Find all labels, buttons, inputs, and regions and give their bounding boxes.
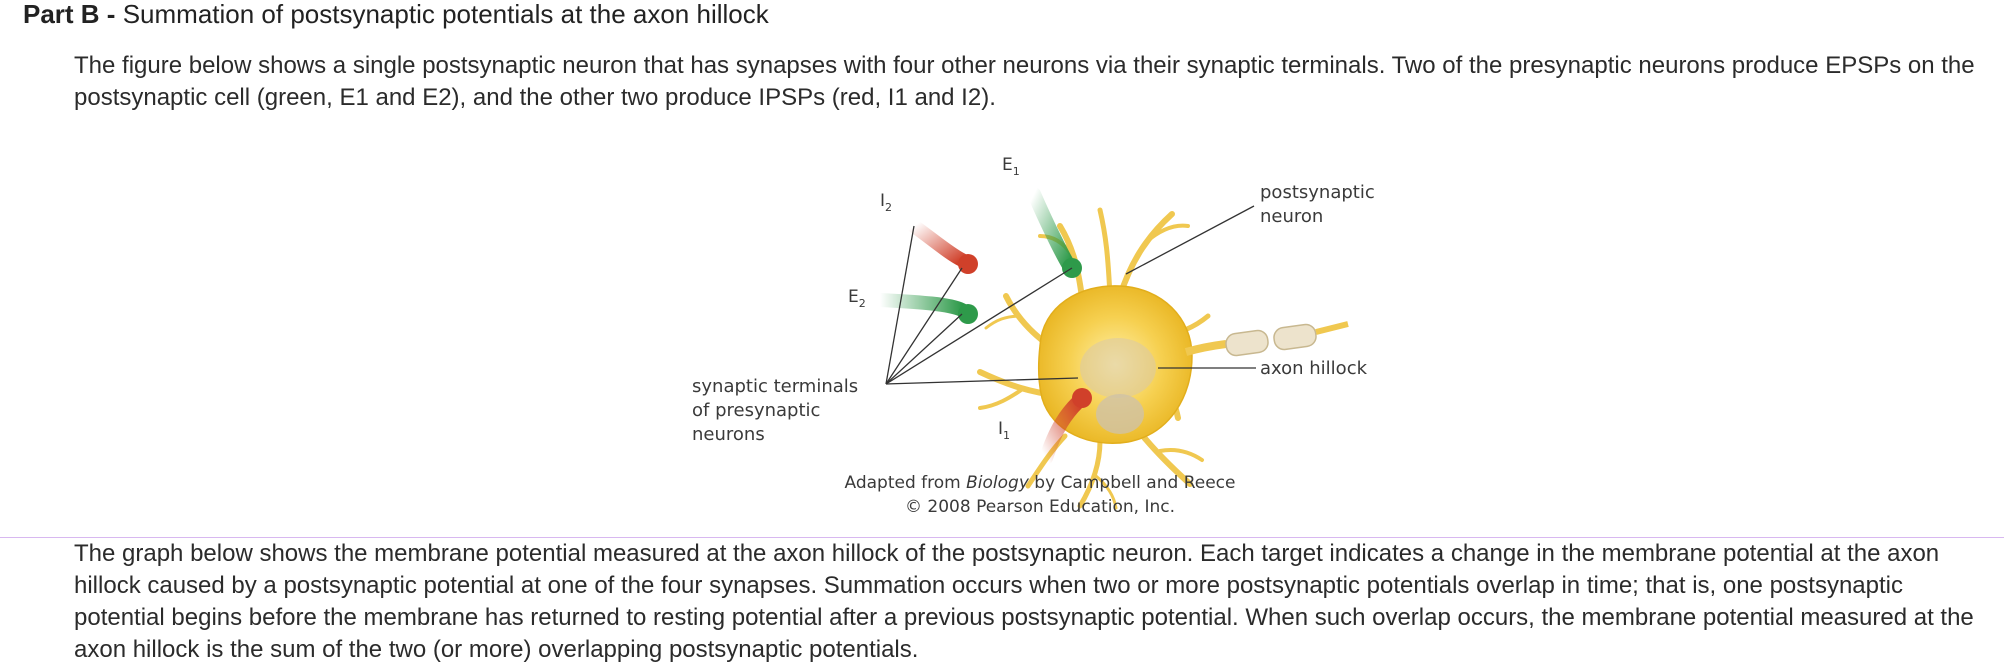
terminal-i2 [907, 219, 978, 274]
label-synaptic-terminals-1: synaptic terminals [692, 376, 858, 397]
neuron-nucleus [1096, 394, 1144, 434]
terminal-i1 [1039, 388, 1092, 465]
leader-lines [885, 205, 1256, 385]
description-paragraph: The graph below shows the membrane poten… [74, 540, 1974, 663]
section-title: Summation of postsynaptic potentials at … [122, 0, 769, 29]
terminal-e2 [873, 293, 978, 324]
neuron-figure: E1 I2 E2 I1 postsynaptic neuron axon hil… [680, 146, 1400, 522]
label-synaptic-terminals-2: of presynaptic [692, 400, 820, 421]
section-divider [0, 537, 2004, 538]
label-axon-hillock: axon hillock [1260, 358, 1368, 379]
label-postsynaptic-neuron-2: neuron [1260, 206, 1323, 227]
label-e1: E1 [1002, 155, 1020, 178]
neuron-organelles [1080, 338, 1156, 398]
axon [1184, 321, 1349, 357]
figure-caption: Adapted from Biology by Campbell and Ree… [845, 473, 1236, 493]
part-label: Part B - [23, 0, 116, 29]
section-heading: Part B - Summation of postsynaptic poten… [23, 0, 769, 28]
label-i1: I1 [998, 419, 1010, 442]
intro-paragraph: The figure below shows a single postsyna… [74, 52, 1975, 111]
label-postsynaptic-neuron-1: postsynaptic [1260, 182, 1375, 203]
label-synaptic-terminals-3: neurons [692, 424, 765, 445]
figure-copyright: © 2008 Pearson Education, Inc. [905, 497, 1175, 517]
label-i2: I2 [880, 191, 892, 214]
label-e2: E2 [848, 287, 866, 310]
neuron-diagram: E1 I2 E2 I1 postsynaptic neuron axon hil… [692, 155, 1375, 517]
